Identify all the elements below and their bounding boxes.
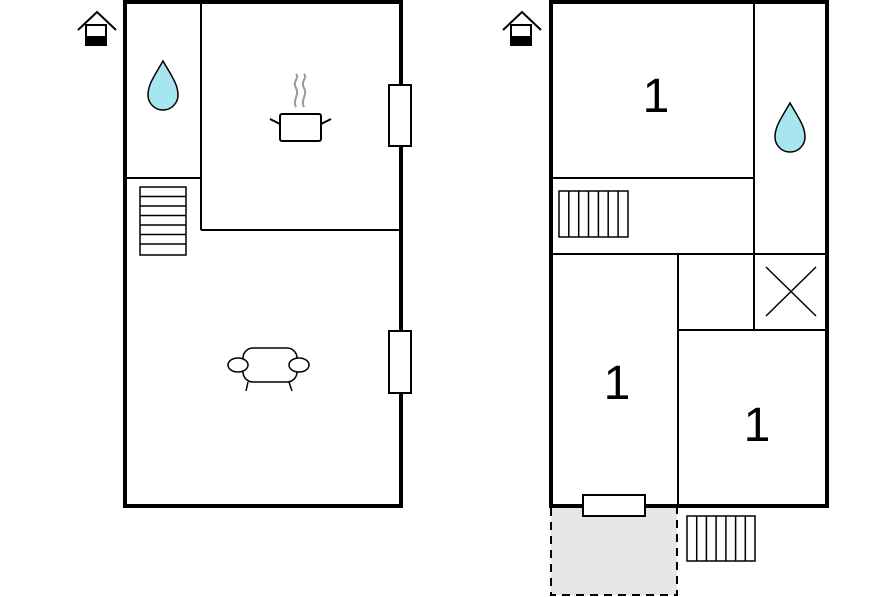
sofa-icon (227, 347, 310, 392)
house-floor-icon (77, 10, 117, 46)
window (388, 330, 412, 394)
stairs-icon (686, 515, 756, 562)
window (388, 84, 412, 147)
interior-walls (126, 3, 400, 231)
water-drop-icon (774, 101, 806, 153)
house-floor-icon (502, 10, 542, 46)
interior-walls (552, 3, 826, 505)
cooking-pot-icon (269, 73, 332, 142)
window (582, 494, 646, 517)
bedroom-bed-count: 1 (604, 357, 631, 410)
terrace-area (550, 505, 678, 596)
floor-plan-upper: 1 1 1 (502, 0, 829, 596)
stairs-icon (139, 186, 187, 256)
water-drop-icon (147, 59, 179, 111)
floor-plan-ground (77, 0, 412, 508)
outer-wall (123, 0, 403, 508)
bedroom-bed-count: 1 (744, 399, 771, 452)
outer-wall (549, 0, 829, 508)
bedroom-bed-count: 1 (643, 70, 670, 123)
cross-icon (765, 266, 817, 317)
stairs-icon (558, 190, 629, 238)
